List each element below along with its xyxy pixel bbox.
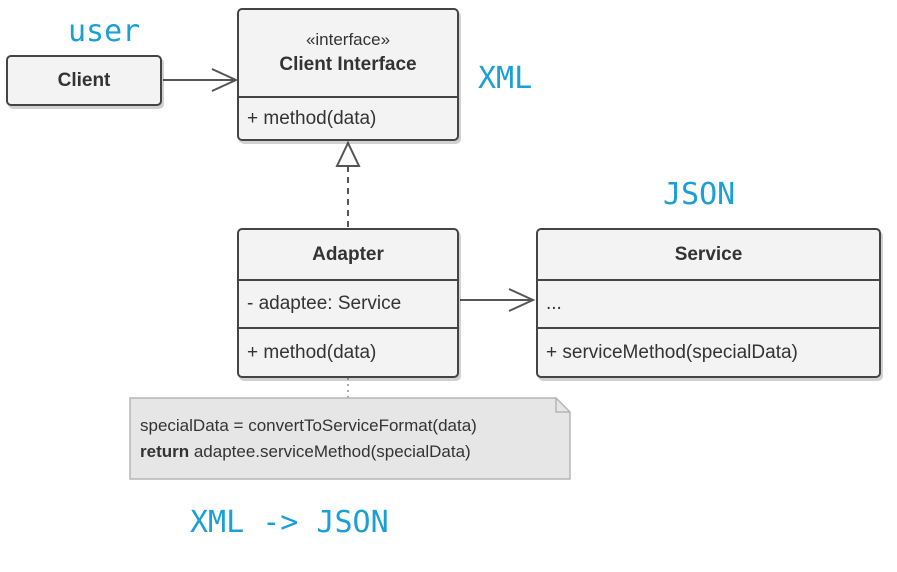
client-association-arrowhead <box>211 68 239 92</box>
interface-stereotype: «interface» <box>305 30 391 49</box>
client-class: Client <box>6 55 162 106</box>
note-shape <box>129 397 571 480</box>
adapter-note: specialData = convertToServiceFormat(dat… <box>130 398 570 479</box>
note-line-1: specialData = convertToServiceFormat(dat… <box>140 416 477 435</box>
note-text: specialData = convertToServiceFormat(dat… <box>140 413 477 465</box>
client-interface-methods: + method(data) <box>239 96 457 139</box>
client-class-name: Client <box>57 69 111 91</box>
client-interface-header: «interface» Client Interface <box>239 10 457 96</box>
client-interface-class: «interface» Client Interface + method(da… <box>237 8 459 141</box>
xml-to-json-annotation: XML -> JSON <box>190 505 389 540</box>
adapter-method: + method(data) <box>247 341 377 363</box>
user-annotation: user <box>68 14 141 49</box>
client-interface-name: Client Interface <box>279 54 417 75</box>
adapter-class-name: Adapter <box>312 243 384 265</box>
service-class-name: Service <box>674 243 743 265</box>
note-line-2-rest: adaptee.serviceMethod(specialData) <box>189 442 471 461</box>
xml-annotation: XML <box>478 61 533 96</box>
note-return-keyword: return <box>140 442 190 461</box>
adaptee-association-arrowhead <box>508 288 536 312</box>
adapter-methods: + method(data) <box>239 327 457 376</box>
service-field: ... <box>546 293 562 314</box>
service-header: Service <box>538 230 879 279</box>
adapter-field: - adaptee: Service <box>247 293 402 314</box>
realization-triangle <box>335 140 361 167</box>
service-methods: + serviceMethod(specialData) <box>538 327 879 376</box>
adapter-fields: - adaptee: Service <box>239 279 457 327</box>
client-class-header: Client <box>8 57 160 104</box>
note-fold <box>555 398 570 413</box>
adapter-class: Adapter - adaptee: Service + method(data… <box>237 228 459 378</box>
service-class: Service ... + serviceMethod(specialData) <box>536 228 881 378</box>
note-line-2: return adaptee.serviceMethod(specialData… <box>140 439 477 465</box>
json-annotation: JSON <box>663 177 736 212</box>
service-method: + serviceMethod(specialData) <box>546 341 798 363</box>
client-interface-method: + method(data) <box>247 107 377 129</box>
adapter-header: Adapter <box>239 230 457 279</box>
service-fields: ... <box>538 279 879 327</box>
